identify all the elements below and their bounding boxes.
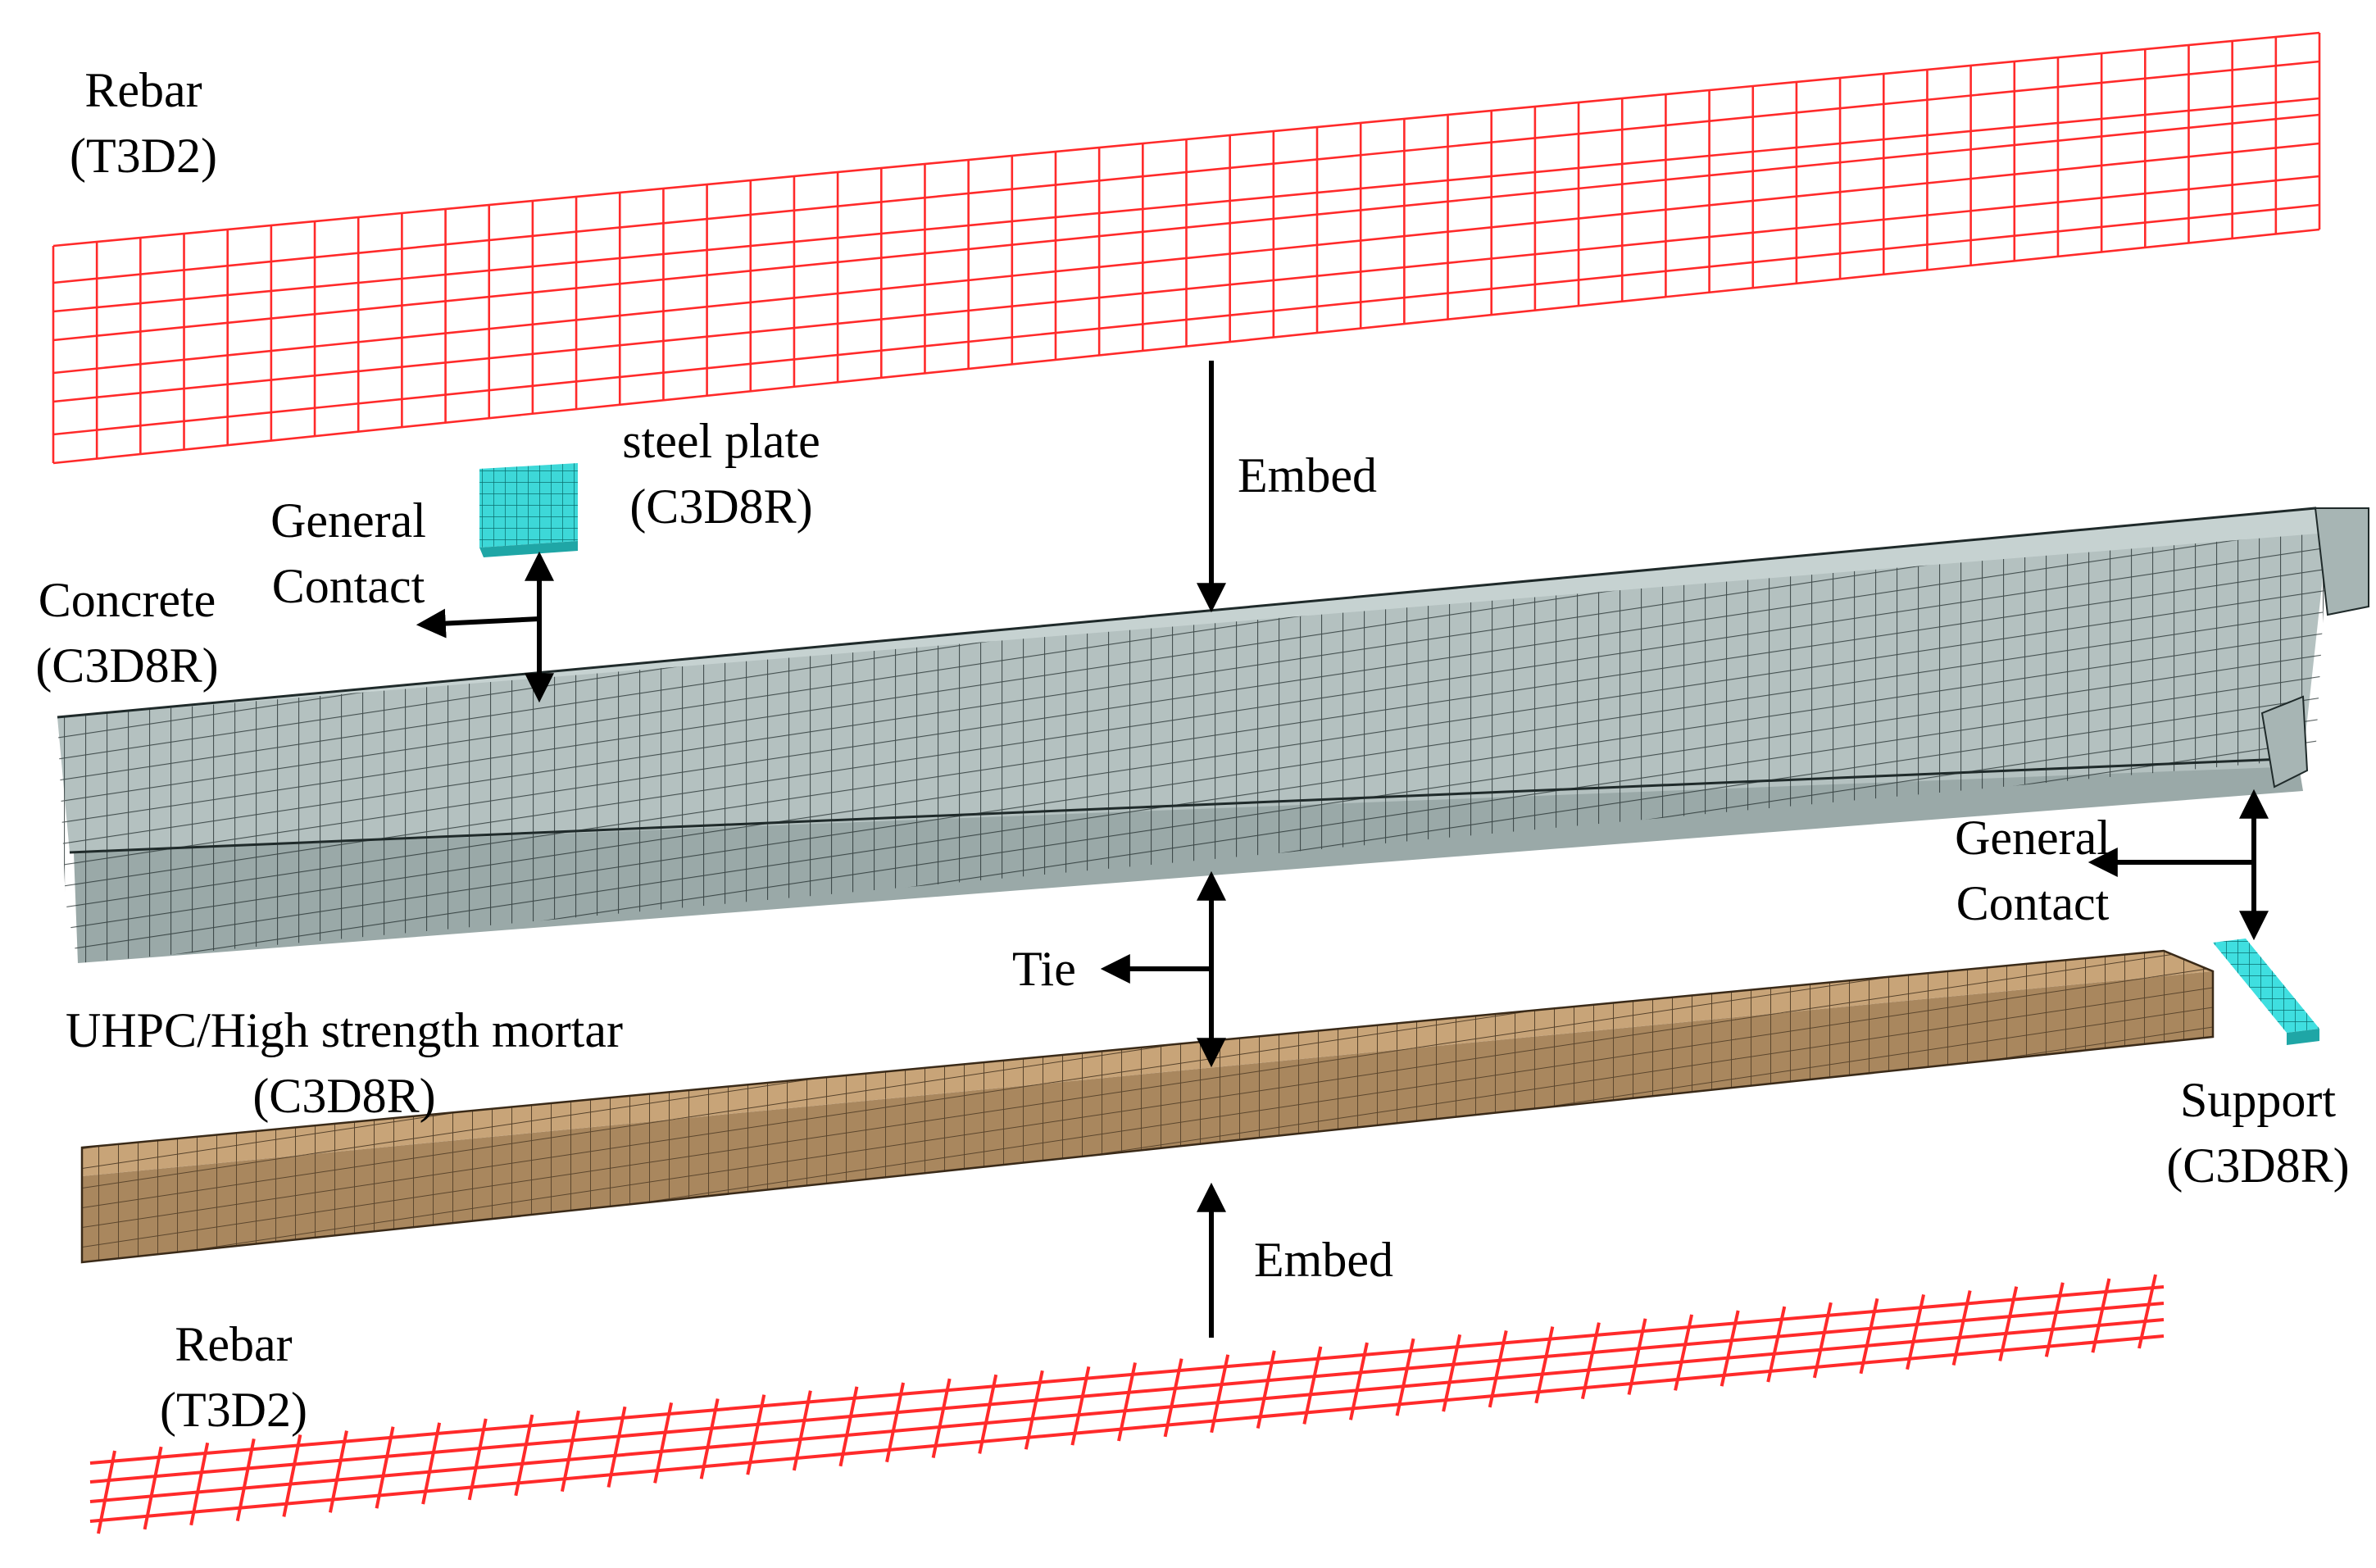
- steel-plate-label: steel plate(C3D8R): [622, 414, 820, 534]
- tie-label: Tie: [1012, 942, 1076, 996]
- concrete-beam-mesh-icon: [57, 507, 2369, 963]
- uhpc-layer-mesh-icon: [80, 949, 2215, 1264]
- embed-bottom-label: Embed: [1254, 1233, 1393, 1287]
- embed-top-label: Embed: [1238, 448, 1377, 502]
- rebar-top-label: Rebar(T3D2): [70, 63, 217, 183]
- rebar-bottom-label: Rebar(T3D2): [160, 1317, 307, 1437]
- rebar-grid-icon: [89, 1274, 2165, 1534]
- concrete-label: Concrete(C3D8R): [35, 573, 219, 693]
- connection-arrows: [416, 361, 2269, 1338]
- support-label: Support(C3D8R): [2166, 1073, 2350, 1193]
- uhpc-label: UHPC/High strength mortar(C3D8R): [66, 1003, 623, 1123]
- general-contact-left-horizontal-arrow: [416, 608, 540, 639]
- support-block-icon: [2213, 939, 2319, 1045]
- steel-plate-icon: [479, 463, 578, 557]
- rebar-cage-icon: [52, 31, 2321, 465]
